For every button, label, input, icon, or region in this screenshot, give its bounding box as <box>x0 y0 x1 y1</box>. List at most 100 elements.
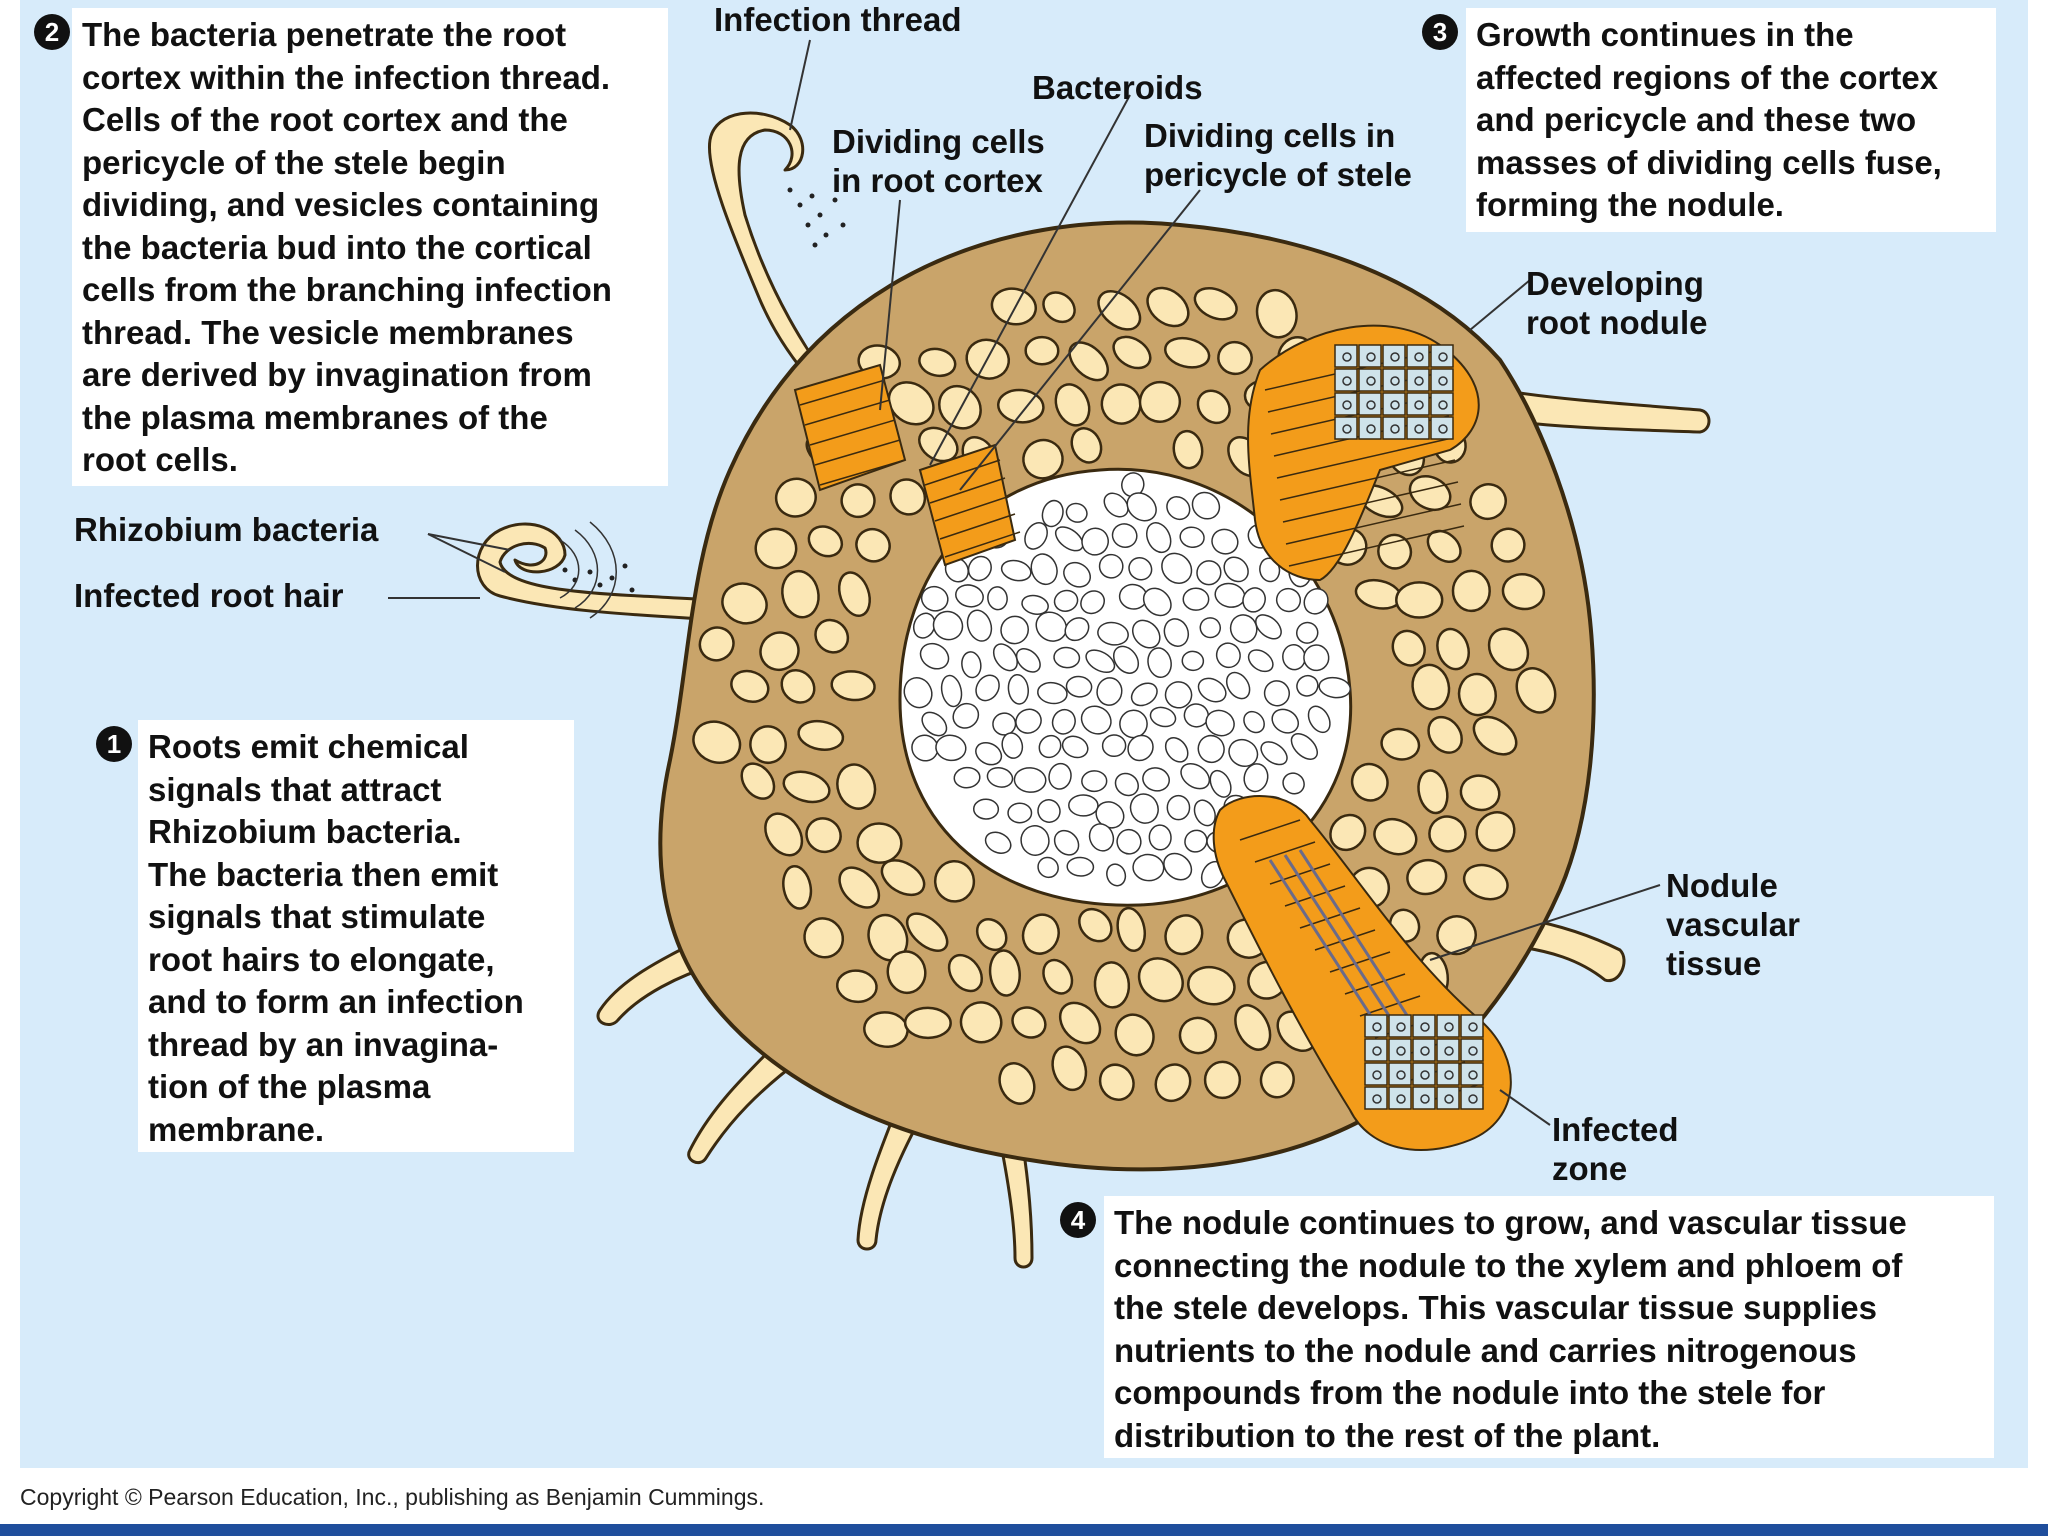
cell-wall <box>934 495 1011 522</box>
cortex-cell <box>996 388 1045 424</box>
cell-wall <box>1285 503 1462 545</box>
bacteroid <box>1414 376 1424 386</box>
stele-cell <box>1209 769 1232 798</box>
bacteroid <box>1438 376 1448 386</box>
step-2-line: root cells. <box>82 441 238 478</box>
stele-cell <box>1215 642 1241 669</box>
cell-wall <box>804 399 891 426</box>
step-1-line: membrane. <box>148 1110 325 1148</box>
step-4-line: the stele develops. This vascular tissue… <box>1114 1289 1877 1326</box>
stele-cell <box>1142 767 1170 792</box>
cell-wall <box>944 531 1021 558</box>
label-line: Infected root hair <box>74 577 344 614</box>
rhizobium-bacterium <box>797 202 803 208</box>
cell-wall <box>1288 525 1465 567</box>
bacteroid <box>1342 400 1352 410</box>
cortex-cell <box>764 812 804 857</box>
cortex-cell <box>774 477 817 518</box>
cortex-cell <box>1203 1060 1242 1100</box>
stele-cell <box>1179 526 1205 549</box>
stele-cell <box>992 643 1018 672</box>
bacteroid-cell <box>1364 1038 1388 1062</box>
cortex-cell <box>1042 291 1076 324</box>
rhizobium-bacterium <box>823 232 829 238</box>
cortex-cell <box>1058 1001 1102 1045</box>
stele-cell <box>987 586 1008 611</box>
stele-cell <box>1282 772 1305 795</box>
stele-cell <box>1259 557 1281 583</box>
step-1-line: signals that stimulate <box>148 898 486 935</box>
stele-cell <box>1041 499 1064 528</box>
cortex-cell <box>1196 389 1231 425</box>
stele-cell <box>975 674 1000 702</box>
cortex-cell <box>863 1011 909 1048</box>
cortex-cell <box>1078 907 1113 943</box>
cortex-cell <box>759 631 800 672</box>
stele-cell <box>1255 614 1282 640</box>
bacteroid-cell <box>1382 392 1406 416</box>
step-2-line: are derived by invagination from <box>82 356 592 393</box>
cortex-cell <box>1462 863 1509 901</box>
cortex-cell <box>1217 340 1253 376</box>
stele-cell <box>986 766 1014 788</box>
bacteroid-cell <box>1388 1086 1412 1110</box>
cortex-cell <box>938 384 982 430</box>
bacteroid-cell <box>1460 1038 1484 1062</box>
cell-wall <box>1279 459 1456 501</box>
stele-cell <box>1132 853 1165 882</box>
cortex-cell <box>918 426 959 463</box>
stele-cell <box>1191 491 1221 520</box>
stele-cell <box>984 831 1012 854</box>
bacteroid-cell <box>1406 416 1430 440</box>
bacteroid-cell <box>1412 1038 1436 1062</box>
stele-cell <box>920 585 949 612</box>
stele-cell <box>1197 734 1225 764</box>
cortex-cell <box>889 478 927 516</box>
cortex-cell <box>1350 762 1389 802</box>
stele-cell <box>1181 650 1205 672</box>
step-2-line: the bacteria bud into the cortical <box>82 228 592 266</box>
bacteroid <box>1444 1046 1454 1056</box>
stele-cell <box>1166 496 1191 521</box>
stele-cell <box>1129 793 1159 824</box>
cell-wall <box>1282 481 1459 523</box>
step-2-line: dividing, and vesicles containing <box>82 186 600 223</box>
cortex-cell <box>835 969 878 1004</box>
cortex-cell <box>1436 915 1477 956</box>
stele-cell <box>1142 587 1172 617</box>
stele-cell <box>1081 527 1109 556</box>
step-2-line: the plasma membranes of the <box>82 398 548 436</box>
cortex-cell <box>1428 815 1467 853</box>
bacteria-signal-rings <box>559 521 617 619</box>
bacteroid-cell <box>1358 368 1382 392</box>
bacteroid <box>1390 400 1400 410</box>
stele-cell <box>1053 589 1079 612</box>
label-line: vascular <box>1666 906 1800 943</box>
cortex-cell <box>1469 483 1507 521</box>
label-line: Dividing cells in <box>1144 117 1396 154</box>
bacteroid <box>1438 352 1448 362</box>
rhizobium-bacterium <box>597 582 603 588</box>
cortex-cell <box>781 569 820 619</box>
cortex-cell <box>1259 1061 1295 1099</box>
cell-wall <box>1269 863 1331 885</box>
cortex-cell <box>1457 672 1497 717</box>
stele-cell <box>1196 560 1222 586</box>
root-hair-bottom-far-left <box>687 1038 802 1164</box>
root-hair-bottom-left <box>856 1098 927 1251</box>
stele-cell <box>1068 794 1099 817</box>
cortex-cell <box>988 949 1021 997</box>
cortex-cell <box>1100 383 1142 425</box>
label-line: Nodule <box>1666 867 1778 904</box>
step-1-line: tion of the plasma <box>148 1068 431 1105</box>
cortex-cell <box>1178 1016 1218 1055</box>
cortex-cell <box>730 669 770 703</box>
rhizobium-bacterium <box>809 193 815 199</box>
cortex-cell <box>1068 341 1109 382</box>
label-line: Infected <box>1552 1111 1679 1148</box>
stele-cell <box>1296 621 1319 644</box>
step-4-line: connecting the nodule to the xylem and p… <box>1114 1246 1903 1284</box>
cortex-cell <box>805 817 842 854</box>
